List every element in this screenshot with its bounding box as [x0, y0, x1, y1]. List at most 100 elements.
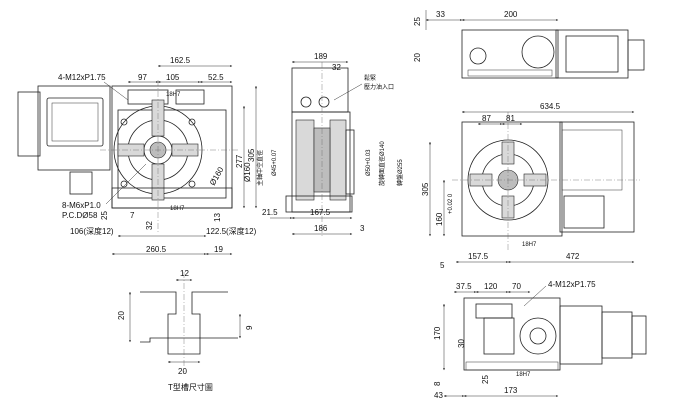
tr-dim-33-label: 33	[436, 10, 445, 19]
tslot-dim-9-label: 9	[245, 325, 254, 330]
front-dim-52-5-label: 52.5	[208, 73, 224, 82]
bv-dim-8-label: 8	[433, 381, 442, 386]
bv-dim-43-label: 43	[434, 391, 443, 400]
front-dim-7: 7	[130, 211, 135, 220]
tr-motor-end	[627, 39, 645, 71]
rv-dim-5-label: 5	[440, 261, 445, 270]
bv-dim-30-label: 30	[457, 339, 466, 348]
side-dim-dia45: Ø45+0.07	[272, 149, 278, 176]
front-pcd: P.C.DØ58	[62, 211, 98, 220]
rv-dim-305-label: 305	[421, 182, 430, 196]
front-dim-162-5-label: 162.5	[170, 56, 191, 65]
bv-dim-25-label: 25	[481, 375, 490, 384]
front-dim-277-label: 277	[235, 154, 244, 168]
front-dim-25: 25	[100, 211, 109, 220]
rv-dim-87-label: 87	[482, 114, 491, 123]
tr-motor-window	[565, 35, 619, 73]
rv-dim-18h7-label: 18H7	[522, 242, 537, 248]
bv-motor-end	[631, 315, 647, 355]
front-dim-305-label: 305	[247, 148, 256, 162]
front-tap-thread: 4-M12xP1.75	[58, 73, 106, 82]
rv-gear-box	[563, 195, 605, 229]
side-section-right	[329, 119, 347, 201]
rv-tslot-s	[501, 195, 515, 219]
rv-tslot-w	[469, 173, 493, 187]
tslot-profile-base	[140, 337, 238, 343]
side-dim-3-label: 3	[360, 224, 365, 233]
rv-dim-634-5-label: 634.5	[540, 102, 561, 111]
rv-motor-body	[559, 121, 635, 233]
bv-rotary-hub	[529, 327, 547, 345]
side-note-2: 壓力油入口	[364, 83, 394, 91]
front-bolt-hole-2	[188, 118, 196, 126]
bv-dim-173-label: 173	[504, 386, 518, 395]
side-base-flange	[285, 195, 353, 213]
tr-motor	[555, 29, 629, 79]
tr-dim-200-label: 200	[504, 10, 518, 19]
tslot-dim-20-bot-label: 20	[178, 367, 187, 376]
front-dim-19-label: 19	[214, 245, 223, 254]
bv-motor	[601, 311, 633, 359]
rv-motor-inner	[561, 129, 623, 191]
bv-dim-120-label: 120	[484, 282, 498, 291]
front-bolt-thread: 8-M6xP1.0	[62, 201, 101, 210]
side-dim-dia50: Ø50+0.03	[366, 149, 372, 176]
bv-top-lug	[475, 303, 513, 319]
side-dim-32-label: 32	[332, 63, 341, 72]
side-dim-21-5-label: 21.5	[262, 208, 278, 217]
tslot-dim-20-left-label: 20	[117, 311, 126, 320]
tr-dim-20-label: 20	[413, 53, 422, 62]
tslot-view: 12 20 9 20 T型槽尺寸圖	[117, 269, 254, 392]
rv-dim-81-label: 81	[506, 114, 515, 123]
front-bolt-hole-3	[120, 180, 128, 188]
front-dim-18h7-top: 18H7	[166, 92, 181, 98]
tslot-caption: T型槽尺寸圖	[168, 382, 213, 392]
bv-tap-leader	[523, 285, 547, 307]
side-note-1: 鬆緊	[364, 74, 376, 82]
front-dim-13: 13	[213, 213, 222, 222]
bv-dim-170-label: 170	[433, 326, 442, 340]
front-motor-window	[46, 97, 104, 147]
front-motor-body	[37, 85, 111, 171]
side-dim-167-5-label: 167.5	[310, 208, 331, 217]
side-dim-189-label: 189	[314, 52, 328, 61]
tr-hole-left	[469, 47, 487, 65]
front-view: 162.5 97 105 52.5 4-M12xP1.75 18H7 277 3…	[17, 56, 257, 255]
bv-base	[465, 361, 559, 371]
front-top-lug	[127, 89, 169, 105]
front-dim-122-5-label: 122.5(深度12)	[206, 226, 257, 236]
front-dim-260-5-label: 260.5	[146, 245, 167, 254]
side-dim-186-label: 186	[314, 224, 328, 233]
front-dim-32: 32	[145, 221, 154, 230]
bv-dim-37-5-label: 37.5	[456, 282, 472, 291]
rv-tol-label: +0.02 0	[448, 193, 454, 214]
bottom-view: 37.5 120 70 4-M12xP1.75 170 8 30 25 18H7…	[433, 280, 647, 400]
front-bolt-hole-1	[120, 118, 128, 126]
front-gear-box	[69, 171, 93, 195]
front-motor-window-inner	[51, 102, 99, 142]
tr-rotary	[521, 35, 555, 69]
right-view: 634.5 87 81 305 160 +0.02 0 18H7 5 157.5…	[421, 102, 640, 270]
front-motor-flange	[17, 91, 41, 157]
rv-dim-157-5-label: 157.5	[468, 252, 489, 261]
top-right-view: 25 33 200 20	[413, 10, 645, 79]
rv-dim-472-label: 472	[566, 252, 580, 261]
front-dim-105-label: 105	[166, 73, 180, 82]
side-dim-dia255: 轉盤Ø255	[396, 159, 404, 186]
bv-dim-18h7-label: 18H7	[516, 372, 531, 378]
front-dim-97-label: 97	[138, 73, 147, 82]
rv-dim-160-label: 160	[435, 212, 444, 226]
bv-gear-body	[559, 305, 603, 365]
bv-tap-thread: 4-M12xP1.75	[548, 280, 596, 289]
tr-rail	[467, 69, 553, 77]
front-tap-leader	[103, 81, 129, 101]
bv-rotary	[519, 317, 557, 355]
front-dim-dia160: Ø160	[208, 165, 226, 187]
side-note-leader	[333, 83, 363, 101]
side-section-left	[295, 119, 315, 201]
front-top-lug-2	[175, 89, 205, 105]
front-dim-106-label: 106(深度12)	[70, 226, 114, 236]
front-dim-18h7-bot: 18H7	[170, 206, 185, 212]
